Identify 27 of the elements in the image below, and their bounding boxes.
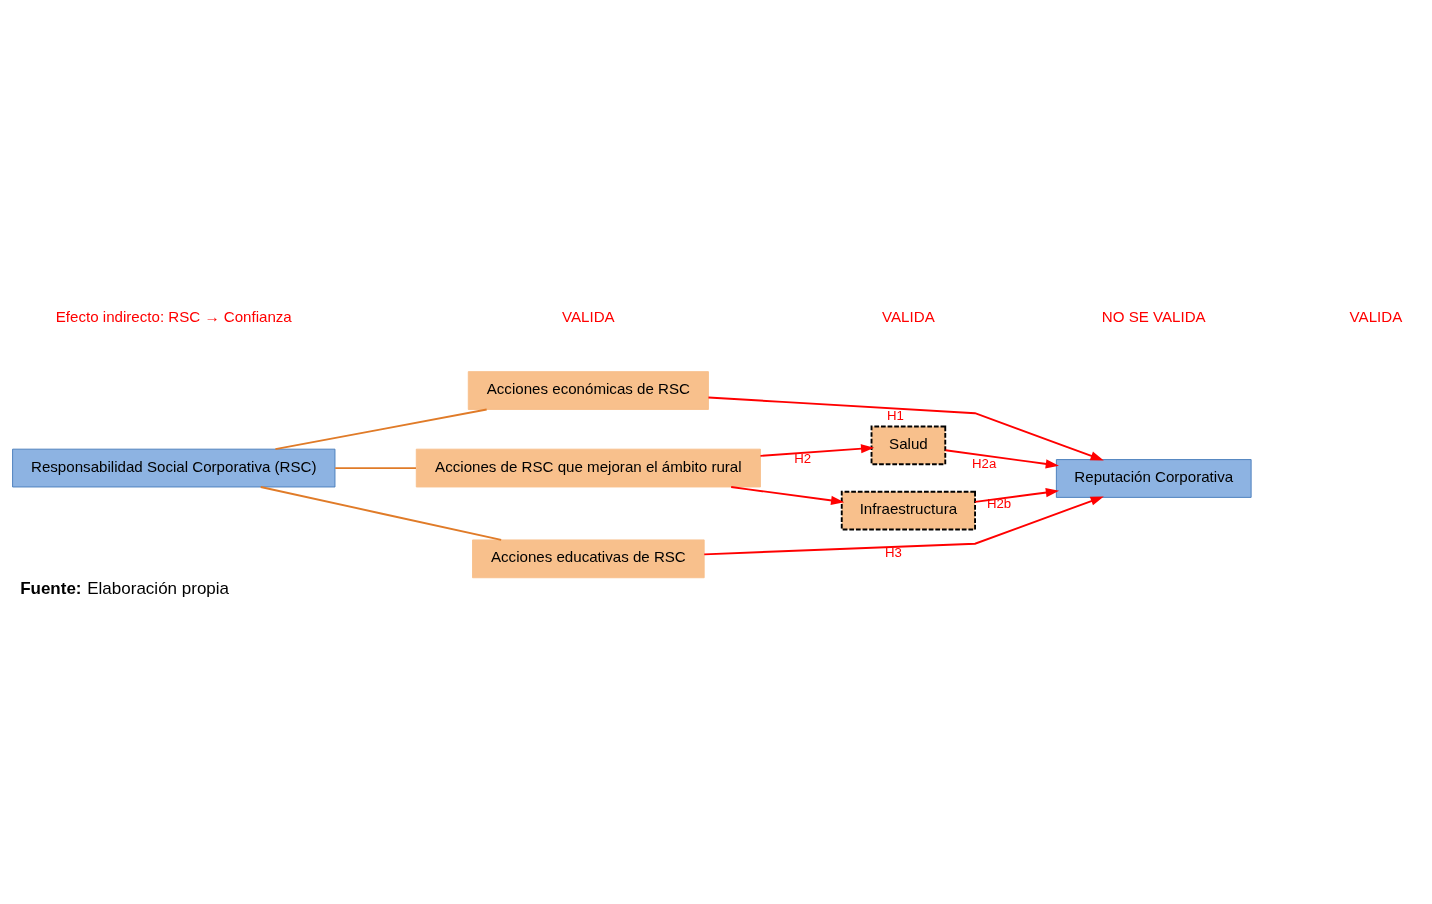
caption: Fuente: Elaboración propia bbox=[20, 579, 230, 599]
edge-label: H1 bbox=[886, 407, 904, 423]
arrow bbox=[974, 488, 1060, 503]
node-box: Acciones de RSC que mejoran el ámbito rural bbox=[415, 448, 761, 488]
connector bbox=[259, 486, 503, 541]
arrow bbox=[703, 496, 1104, 556]
node-box: Reputación Corporativa bbox=[1055, 459, 1252, 498]
node-box: Acciones económicas de RSC bbox=[467, 371, 709, 410]
edge-label: H2 bbox=[794, 450, 812, 466]
connector bbox=[274, 408, 488, 451]
connector bbox=[334, 467, 417, 469]
arrow bbox=[944, 449, 1059, 469]
label: VALIDA bbox=[562, 308, 615, 326]
label: NO SE VALIDA bbox=[1101, 308, 1206, 326]
node-box: Acciones educativas de RSC bbox=[472, 539, 705, 579]
node-box: Salud bbox=[870, 425, 947, 466]
edge-label: H3 bbox=[884, 545, 902, 561]
arrow bbox=[707, 396, 1104, 461]
arrow bbox=[759, 444, 875, 457]
edge-label: H2b bbox=[986, 495, 1012, 511]
label: VALIDA bbox=[882, 308, 935, 326]
label: VALIDA bbox=[1349, 308, 1403, 326]
arrow bbox=[730, 486, 845, 505]
node-box: Responsabilidad Social Corporativa (RSC) bbox=[12, 448, 336, 488]
label: Efecto indirecto: RSC → Confianza bbox=[55, 308, 292, 326]
node-box: Infraestructura bbox=[840, 490, 976, 531]
edge-label: H2a bbox=[972, 455, 997, 471]
